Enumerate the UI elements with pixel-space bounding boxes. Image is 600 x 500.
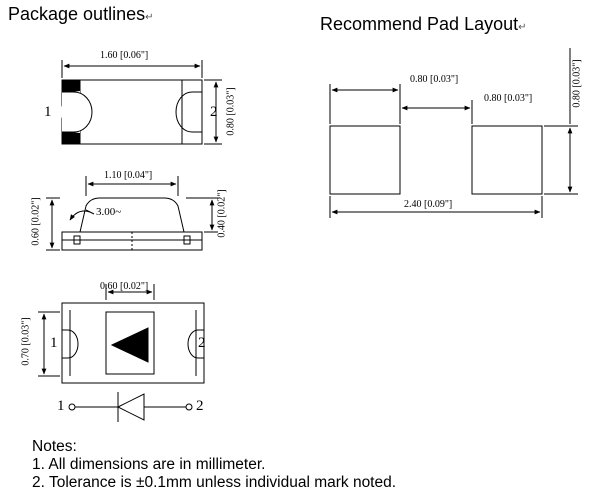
pad-right — [471, 125, 543, 195]
pad-total-width-label: 2.40 [0.09"] — [404, 199, 453, 210]
note-item: 1. All dimensions are in millimeter. — [32, 456, 266, 473]
package-outlines-heading: Package outlines↵ — [8, 4, 154, 24]
bottom-pin1-label: 1 — [50, 335, 58, 351]
pad-height-label: 0.80 [0.03"] — [571, 59, 583, 108]
bottom-view — [38, 284, 205, 384]
bottom-left-notch — [62, 329, 79, 359]
top-pin2-label: 2 — [210, 104, 218, 120]
top-view — [61, 60, 222, 145]
symbol-pin2-label: 2 — [196, 398, 204, 414]
diode-triangle — [116, 393, 145, 421]
notes: Notes: 1. All dimensions are in millimet… — [32, 438, 396, 492]
bottom-view-pad — [105, 311, 155, 375]
top-width-label: 1.60 [0.06"] — [100, 50, 149, 61]
top-pin1-label: 1 — [44, 104, 52, 120]
diode-symbol — [68, 392, 193, 422]
bottom-right-notch — [187, 329, 204, 359]
side-lens-height-label: 0.40 [0.02"] — [216, 189, 228, 238]
top-view-left-notch — [62, 91, 93, 133]
side-total-height-label: 0.60 [0.02"] — [30, 197, 42, 246]
top-height-label: 0.80 [0.03"] — [225, 87, 237, 136]
polarity-triangle — [110, 327, 149, 363]
pad-layout-heading: Recommend Pad Layout↵ — [320, 14, 527, 34]
top-view-right-notch — [175, 91, 202, 133]
symbol-pin2-terminal — [185, 403, 193, 411]
pad-gap-label: 0.80 [0.03"] — [484, 93, 533, 104]
draft-angle-arc — [69, 210, 91, 221]
pad-width-label: 0.80 [0.03"] — [410, 74, 459, 85]
note-item: 2. Tolerance is ±0.1mm unless individual… — [32, 474, 397, 491]
side-top-width-label: 1.10 [0.04"] — [104, 170, 153, 181]
pad-layout — [329, 48, 578, 218]
bottom-width-label: 0.60 [0.02"] — [100, 281, 149, 292]
bottom-pin2-label: 2 — [198, 335, 206, 351]
bottom-height-label: 0.70 [0.03"] — [20, 317, 32, 366]
pad-left — [329, 125, 401, 195]
draft-angle-label: 3.00~ — [96, 206, 122, 218]
notes-title: Notes: — [32, 438, 77, 455]
symbol-pin1-label: 1 — [57, 398, 65, 414]
bottom-view-body — [61, 302, 205, 384]
symbol-pin1-terminal — [68, 403, 76, 411]
side-view — [46, 176, 218, 251]
side-view-lens — [79, 197, 185, 233]
